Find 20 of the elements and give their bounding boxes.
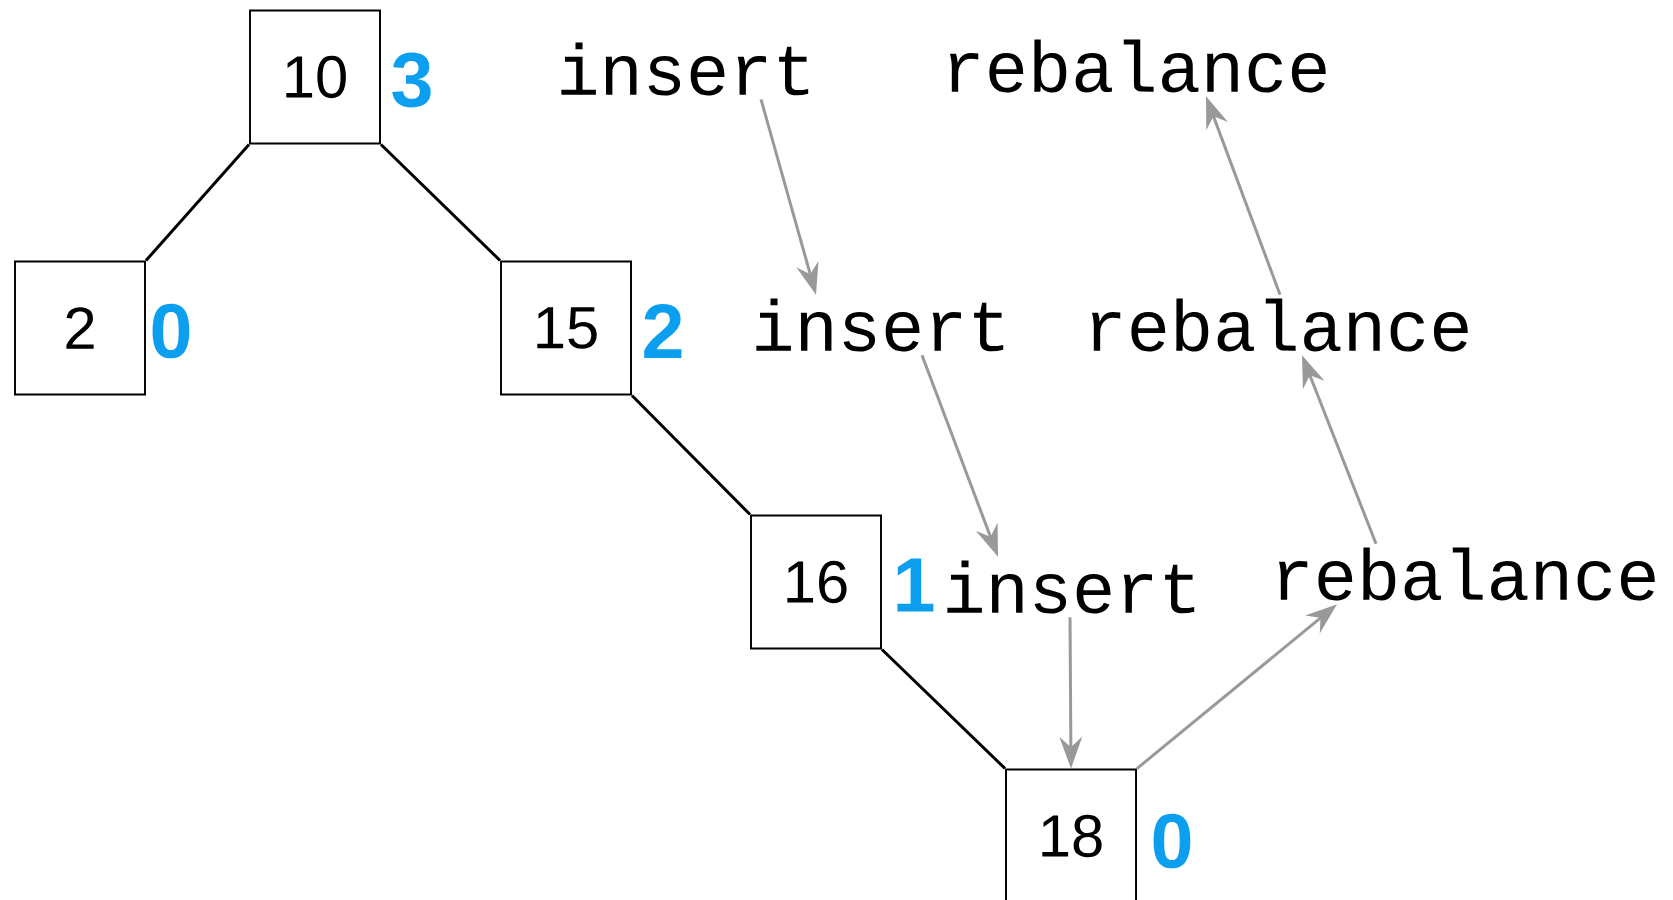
height-label: 0 [152,303,190,359]
step-label: rebalance [1092,298,1468,352]
number-box: 16 [750,514,882,650]
number-box: 2 [14,260,146,396]
height-label: 0 [1153,813,1191,869]
tree-line [144,143,251,262]
step-label: rebalance [1279,547,1655,601]
number-box: 18 [1005,768,1137,900]
height-label: 1 [897,558,934,612]
number-box: 15 [500,260,632,396]
height-label: 2 [644,304,682,358]
step-label: insert [561,42,809,96]
number-box: 10 [249,9,381,145]
tree-line [379,143,502,262]
tree-line [880,648,1007,770]
step-label: insert [947,560,1195,614]
tree-line [630,394,752,516]
height-label: 3 [392,52,431,108]
step-label: rebalance [950,39,1326,93]
step-label: insert [756,298,1004,352]
